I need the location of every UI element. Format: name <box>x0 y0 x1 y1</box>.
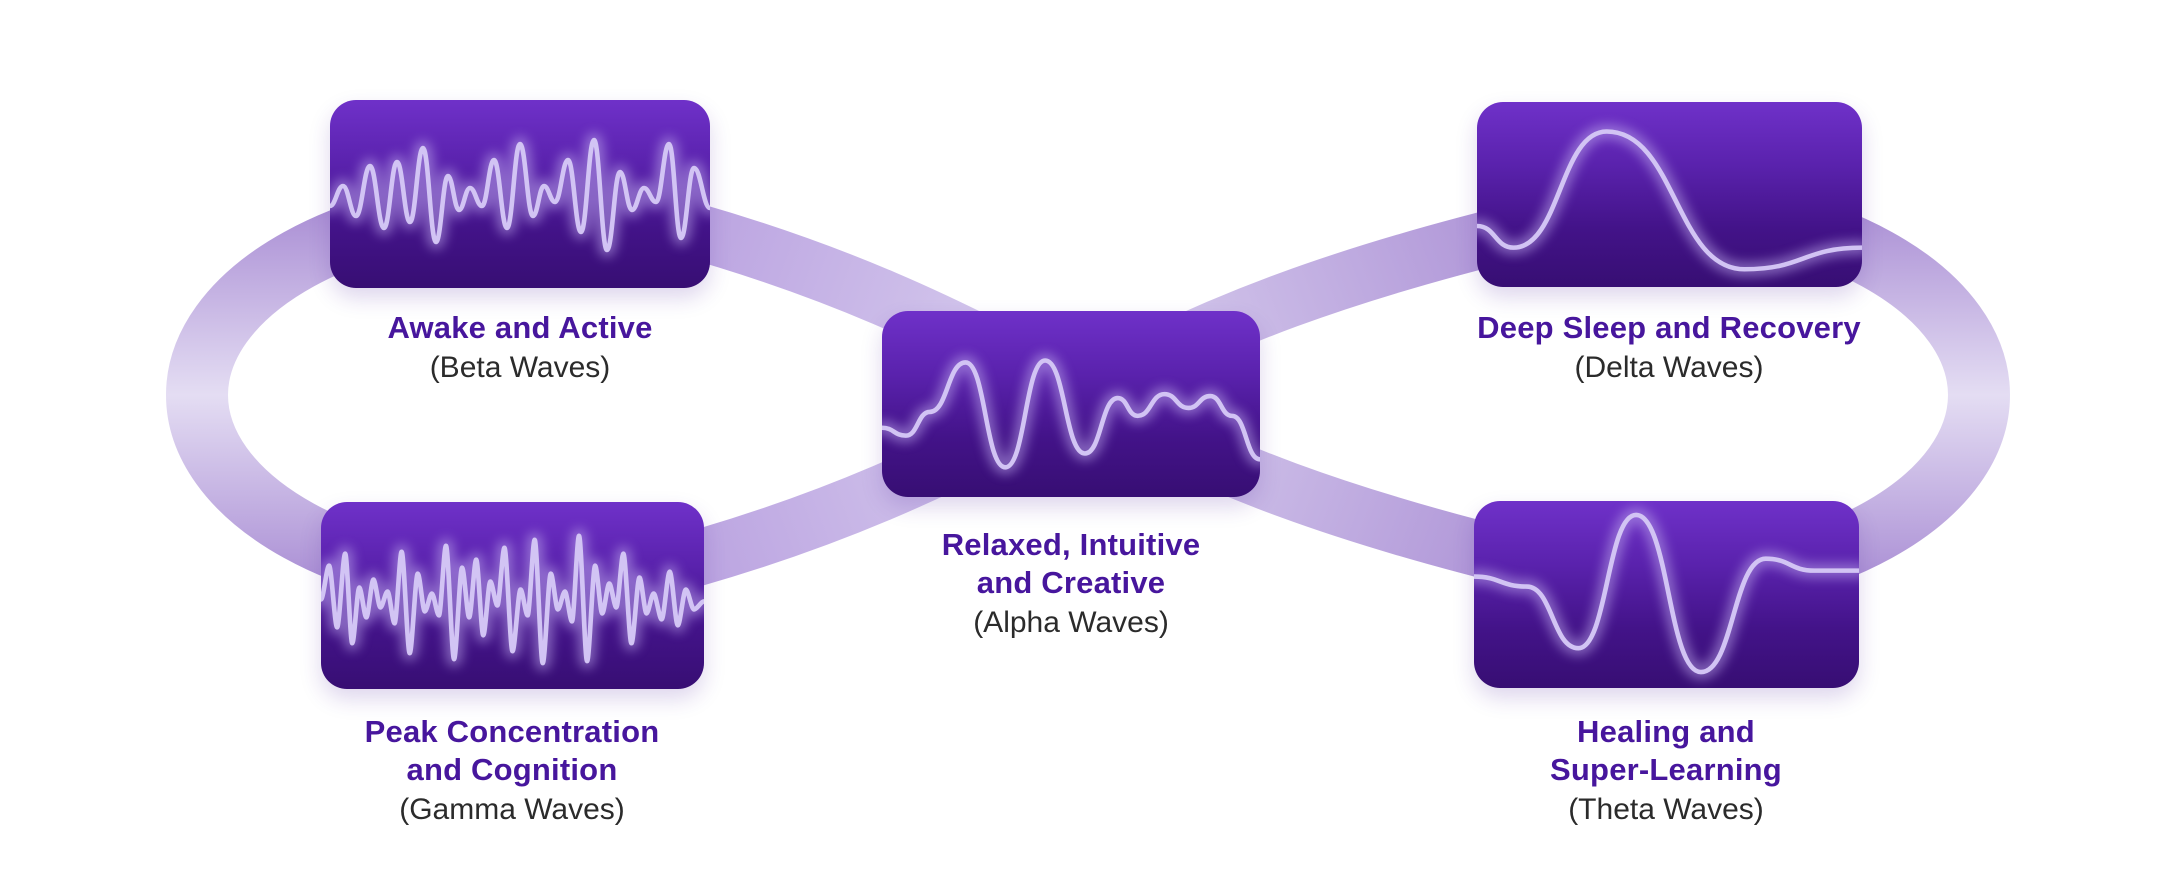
alpha-label: Relaxed, Intuitive and Creative (Alpha W… <box>871 526 1271 641</box>
alpha-wave-card <box>882 311 1260 497</box>
node-title: Peak Concentration and Cognition <box>364 714 660 787</box>
theta-label: Healing and Super-Learning (Theta Waves) <box>1466 713 1866 828</box>
beta-wave-icon <box>330 132 710 258</box>
gamma-wave-icon <box>321 528 704 671</box>
delta-wave-card <box>1477 102 1862 287</box>
node-title: Relaxed, Intuitive and Creative <box>941 527 1201 600</box>
delta-wave-icon <box>1477 124 1862 277</box>
gamma-wave-card <box>321 502 704 689</box>
node-subtitle: (Delta Waves) <box>1574 351 1764 384</box>
node-title: Healing and Super-Learning <box>1550 714 1782 787</box>
node-subtitle: (Beta Waves) <box>429 351 611 384</box>
node-subtitle: (Alpha Waves) <box>973 606 1169 639</box>
node-subtitle: (Theta Waves) <box>1568 793 1764 826</box>
node-title: Deep Sleep and Recovery <box>1477 310 1861 345</box>
alpha-wave-icon <box>882 353 1260 475</box>
node-title: Awake and Active <box>387 310 653 345</box>
beta-wave-card <box>330 100 710 288</box>
beta-label: Awake and Active (Beta Waves) <box>320 309 720 386</box>
theta-wave-icon <box>1474 507 1859 680</box>
theta-wave-card <box>1474 501 1859 688</box>
node-subtitle: (Gamma Waves) <box>399 793 625 826</box>
gamma-label: Peak Concentration and Cognition (Gamma … <box>312 713 712 828</box>
delta-label: Deep Sleep and Recovery (Delta Waves) <box>1469 309 1869 386</box>
